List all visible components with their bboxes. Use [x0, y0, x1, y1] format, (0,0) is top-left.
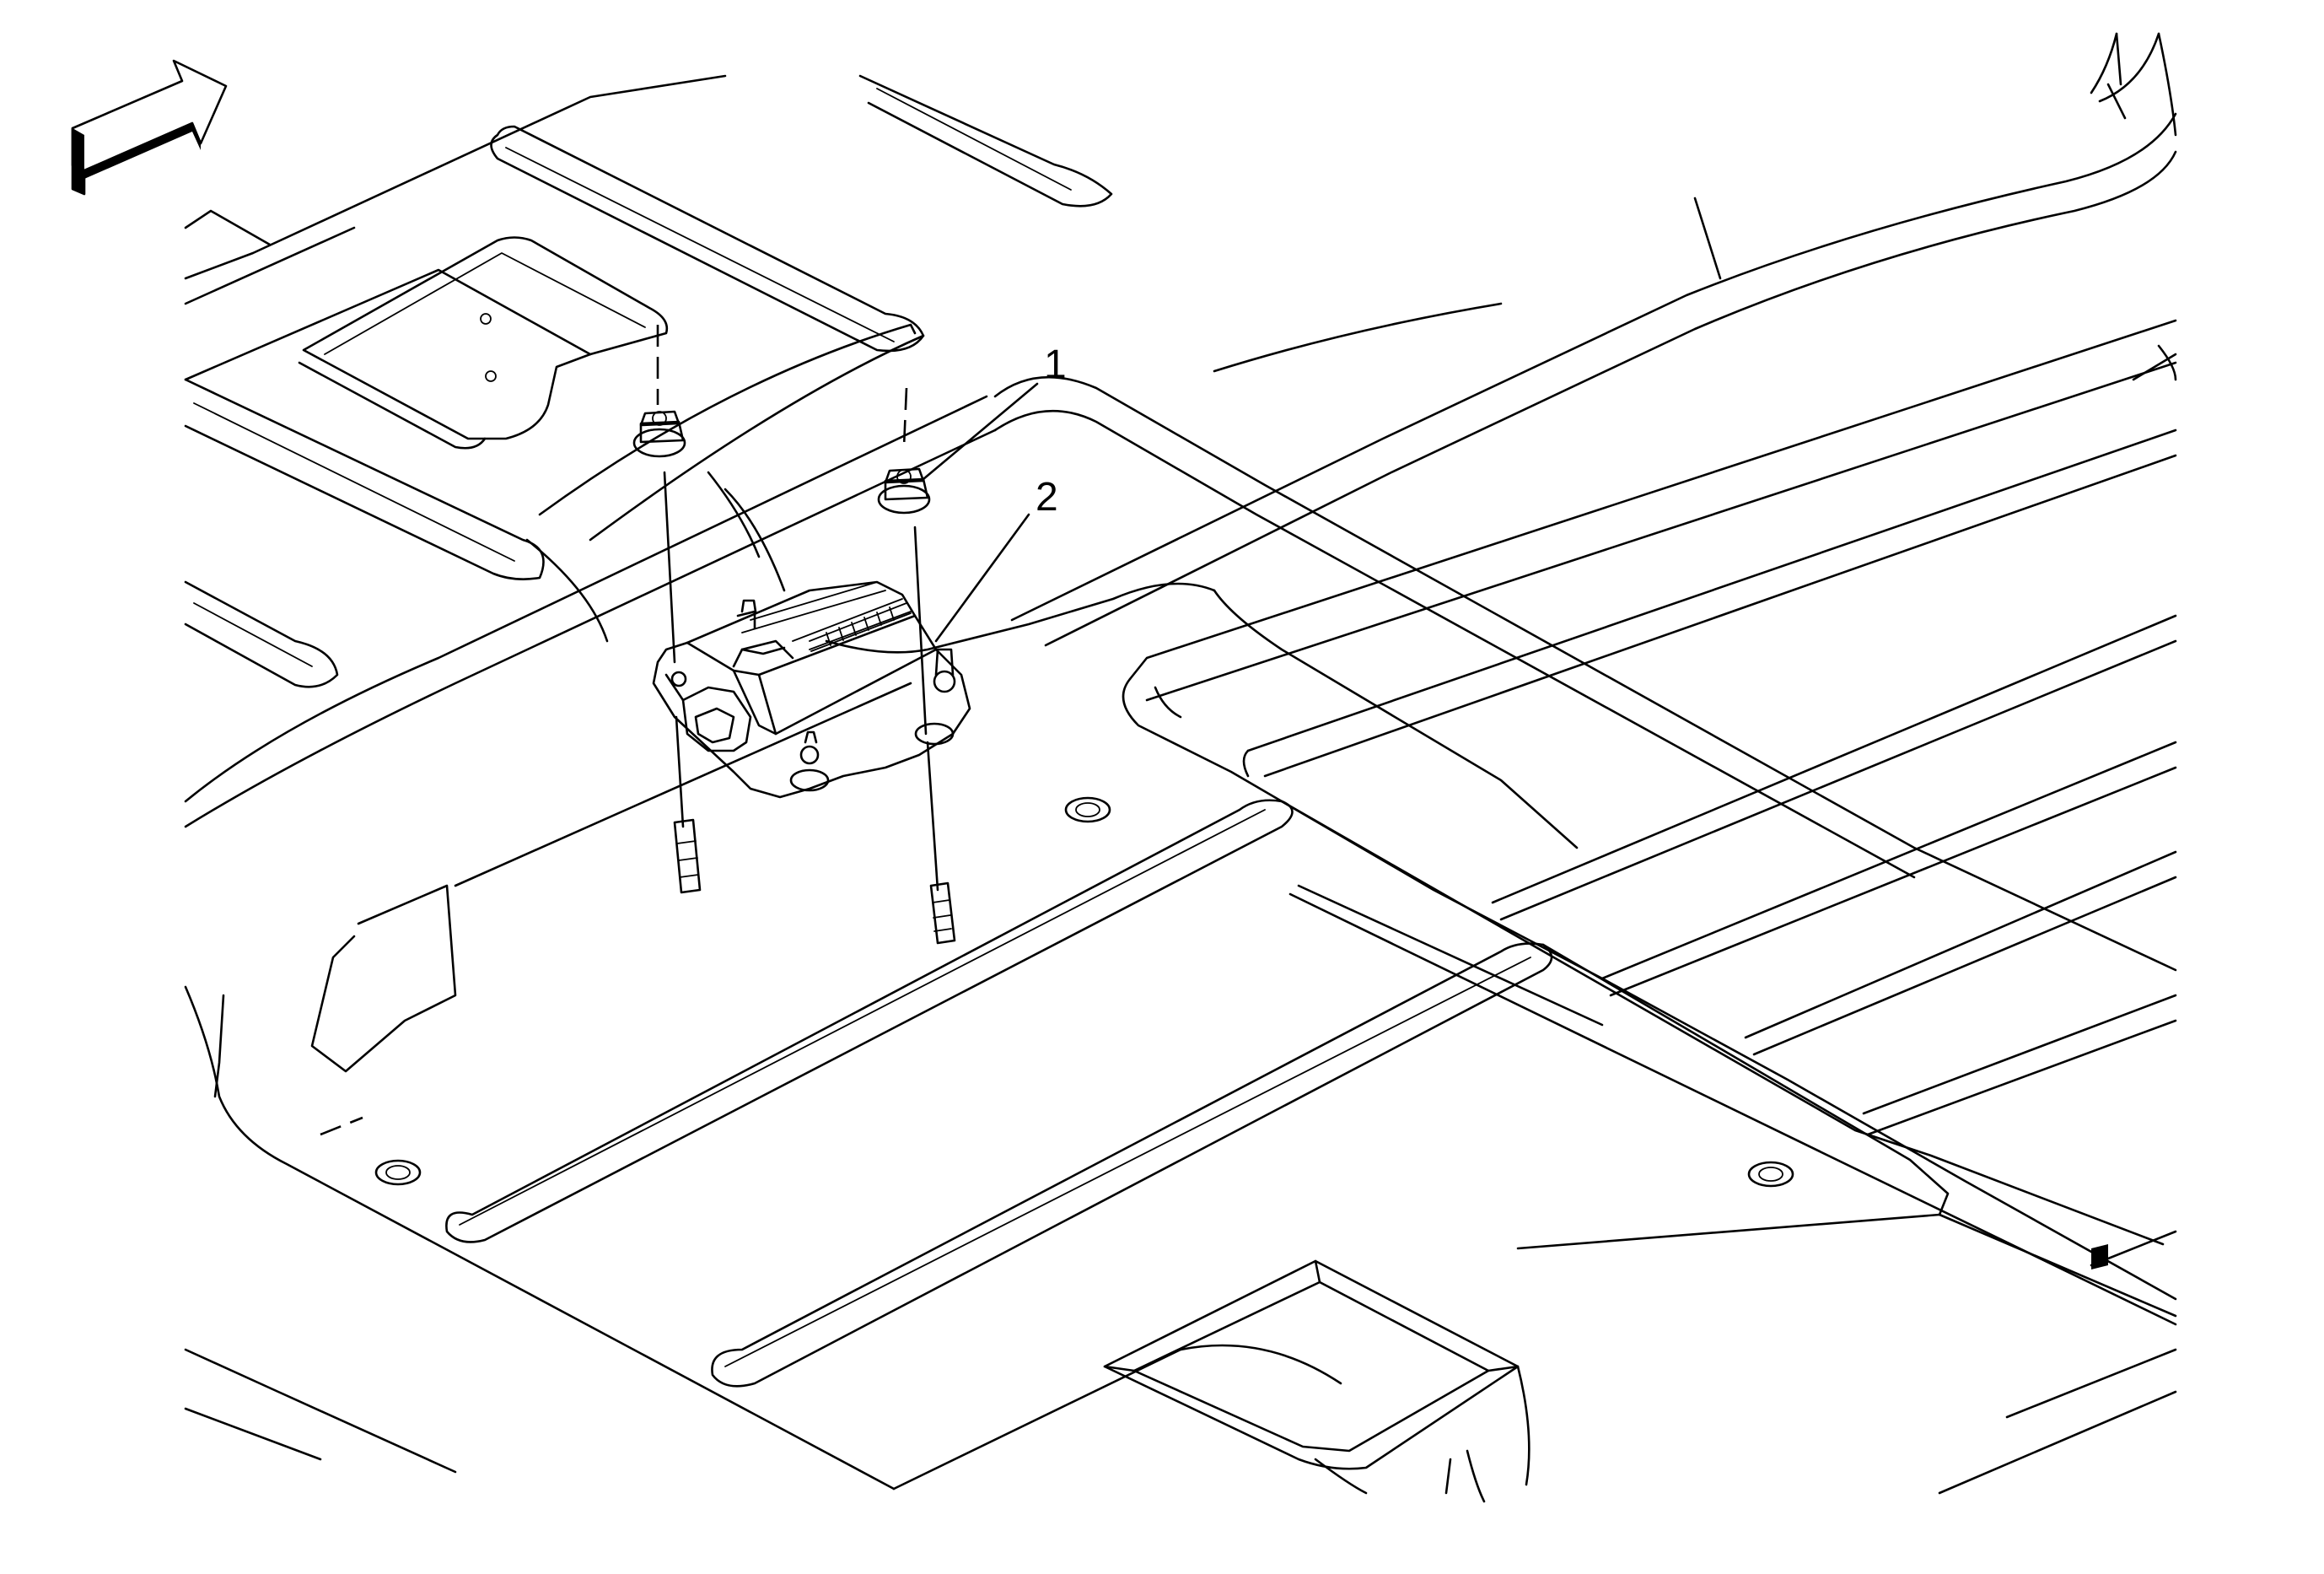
callout-1: 1 [922, 342, 1067, 481]
fasteners [632, 325, 956, 945]
floor-pan [184, 74, 2177, 1503]
front-direction-arrow-icon [71, 59, 228, 196]
callout-2-label: 2 [1036, 475, 1058, 520]
callout-2: 2 [934, 475, 1058, 643]
right-floor-panel [1010, 32, 2177, 1495]
nut-left [632, 410, 686, 458]
callout-1-label: 1 [1044, 342, 1067, 387]
stud-left [673, 818, 702, 894]
nut-right [877, 467, 931, 515]
stud-right [929, 881, 956, 945]
sensing-module [652, 580, 971, 799]
